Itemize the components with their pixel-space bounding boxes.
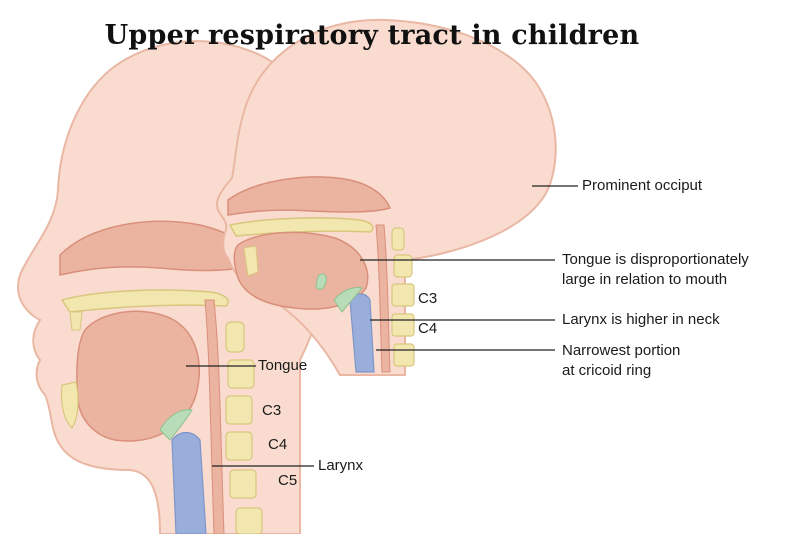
label-child-larynx: Larynx is higher in neck xyxy=(562,311,720,329)
label-adult-c3: C3 xyxy=(262,402,281,420)
label-child-c4: C4 xyxy=(418,320,437,338)
label-adult-c4: C4 xyxy=(268,436,287,454)
label-cricoid-line2: at cricoid ring xyxy=(562,362,651,380)
adult-airway xyxy=(172,433,206,534)
label-prominent-occiput: Prominent occiput xyxy=(582,177,702,195)
label-adult-c5: C5 xyxy=(278,472,297,490)
label-child-c3: C3 xyxy=(418,290,437,308)
label-child-tongue-line2: large in relation to mouth xyxy=(562,271,727,289)
label-child-tongue-line1: Tongue is disproportionately xyxy=(562,251,749,269)
label-adult-larynx: Larynx xyxy=(318,457,363,475)
label-adult-tongue: Tongue xyxy=(258,357,307,375)
diagram-title: Upper respiratory tract in children xyxy=(0,20,768,51)
adult-teeth xyxy=(70,312,82,330)
label-cricoid-line1: Narrowest portion xyxy=(562,342,680,360)
